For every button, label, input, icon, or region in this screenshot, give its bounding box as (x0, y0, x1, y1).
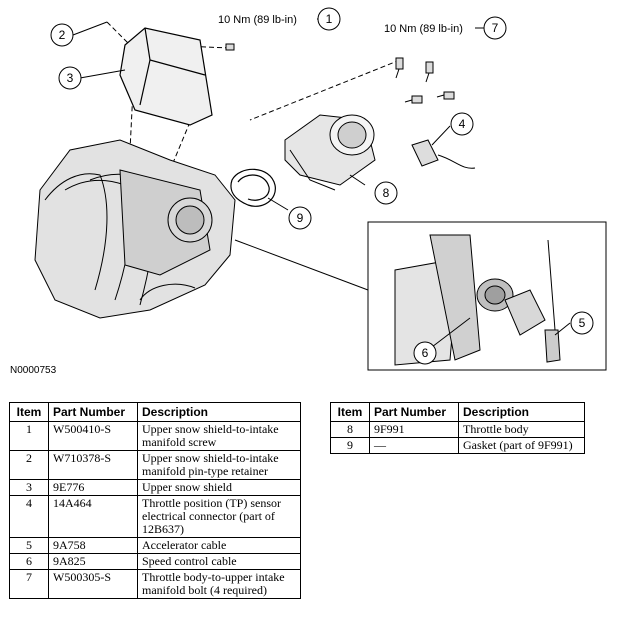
callout-circle-8 (374, 181, 398, 205)
cell-item: 3 (9, 479, 49, 496)
cell-part-number: W500305-S (48, 569, 138, 599)
cell-part-number: W710378-S (48, 450, 138, 480)
header-description: Description (137, 402, 301, 422)
cell-item: 6 (9, 553, 49, 570)
header-description: Description (458, 402, 585, 422)
detail-inset-drawing (394, 234, 561, 366)
callout-circle-7 (483, 16, 507, 40)
cell-item: 9 (330, 437, 370, 454)
callout-1: 1 (326, 12, 333, 26)
callout-circle-1 (317, 7, 341, 31)
callout-circle-2 (50, 23, 74, 47)
callout-3: 3 (67, 71, 74, 85)
cell-description: Speed control cable (137, 553, 301, 570)
exploded-diagram: 1 7 2 3 4 8 9 5 6 10 Nm (89 lb-in) 10 Nm… (34, 7, 607, 371)
header-part-number: Part Number (48, 402, 138, 422)
cell-description: Upper snow shield (137, 479, 301, 496)
cell-part-number: 9F991 (369, 421, 459, 438)
figure-id: N0000753 (10, 365, 57, 376)
upper-snow-shield (119, 27, 213, 126)
cell-description: Throttle body (458, 421, 585, 438)
header-part-number: Part Number (369, 402, 459, 422)
cell-part-number: 9A758 (48, 537, 138, 554)
cell-item: 7 (9, 569, 49, 599)
intake-manifold (34, 139, 236, 319)
throttle-body (284, 114, 376, 191)
cell-item: 2 (9, 450, 49, 480)
cell-description: Accelerator cable (137, 537, 301, 554)
cell-description: Throttle position (TP) sensor electrical… (137, 495, 301, 538)
callout-circle-6 (413, 341, 437, 365)
callout-7: 7 (492, 21, 499, 35)
cell-item: 8 (330, 421, 370, 438)
bolts (225, 43, 455, 104)
cell-part-number: 9A825 (48, 553, 138, 570)
header-item: Item (9, 402, 49, 422)
cell-description: Throttle body-to-upper intake manifold b… (137, 569, 301, 599)
callout-9: 9 (297, 211, 304, 225)
cell-item: 5 (9, 537, 49, 554)
cell-part-number: 9E776 (48, 479, 138, 496)
callout-circle-4 (450, 112, 474, 136)
cell-description: Upper snow shield-to-intake manifold pin… (137, 450, 301, 480)
tp-sensor-connector (411, 139, 476, 169)
callout-4: 4 (459, 117, 466, 131)
header-item: Item (330, 402, 370, 422)
cell-item: 4 (9, 495, 49, 538)
cell-part-number: 14A464 (48, 495, 138, 538)
callout-circle-5 (570, 311, 594, 335)
throttle-body-gasket (230, 168, 276, 207)
table-row: 9—Gasket (part of 9F991) (330, 437, 585, 454)
callout-circle-3 (58, 66, 82, 90)
callout-6: 6 (422, 346, 429, 360)
callout-circle-9 (288, 206, 312, 230)
callout-2: 2 (59, 28, 66, 42)
callout-8: 8 (383, 186, 390, 200)
cell-item: 1 (9, 421, 49, 451)
cell-description: Gasket (part of 9F991) (458, 437, 585, 454)
torque-label-7: 10 Nm (89 lb-in) (384, 23, 463, 35)
callout-5: 5 (579, 316, 586, 330)
torque-label-1: 10 Nm (89 lb-in) (218, 14, 297, 26)
cell-part-number: — (369, 437, 459, 454)
cell-part-number: W500410-S (48, 421, 138, 451)
cell-description: Upper snow shield-to-intake manifold scr… (137, 421, 301, 451)
